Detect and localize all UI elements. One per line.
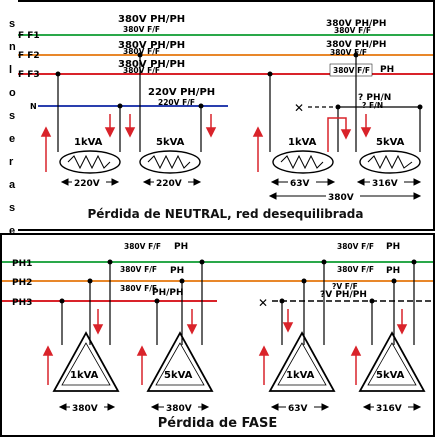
sidebar-char: n [9, 41, 16, 53]
label-r2b: 380V F/F [330, 48, 367, 57]
break-x-icon: ✕ [294, 101, 304, 115]
sidebar-char: e [9, 225, 16, 237]
phase-voltage-3: 63V [288, 404, 308, 414]
label-r3a: 380V F/F [333, 66, 370, 75]
sidebar-char: e [9, 133, 16, 145]
phase-voltage-2: 380V [166, 404, 192, 414]
label-q-a: ? PH/N [358, 93, 391, 103]
label-l3a: 380V PH/PH [118, 59, 185, 70]
sidebar-char: o [9, 87, 16, 99]
label-e2: PH [386, 266, 400, 276]
neutral-loss-caption: Pérdida de NEUTRAL, red desequilibrada [87, 207, 364, 221]
delta-load-4-label: 5kVA [376, 370, 405, 381]
delta-load-1-label: 1kVA [70, 370, 99, 381]
label-f1: ?V F/F [332, 282, 358, 291]
ph1-label: PH1 [12, 259, 32, 269]
label-l3b: 380V F/F [123, 66, 160, 75]
sidebar-char: r [9, 156, 14, 168]
sidebar-char: s [9, 202, 16, 214]
phase2-label: F F2 [18, 51, 40, 61]
label-c1: 380V F/F [120, 284, 157, 293]
delta-load-2: 5kVA [146, 331, 214, 392]
label-a1: 380V F/F [124, 242, 161, 251]
label-a2: PH [174, 242, 188, 252]
phase1-label: F F1 [18, 31, 40, 41]
label-r3b: PH [380, 65, 394, 75]
label-d2: PH [386, 242, 400, 252]
voltage-1: 220V [74, 179, 100, 189]
load-2-label: 5kVA [156, 137, 185, 148]
voltage-total: 380V [328, 193, 354, 203]
label-r3-box [329, 63, 373, 77]
delta-load-3-label: 1kVA [286, 370, 315, 381]
neutral-label: N [30, 102, 37, 111]
label-l1b: 380V F/F [123, 25, 160, 34]
label-q-b: ? F/N [362, 101, 383, 110]
load-3-label: 1kVA [288, 137, 317, 148]
label-b1: 380V F/F [120, 265, 157, 274]
load-3: 1kVA [272, 137, 334, 174]
label-l2a: 380V PH/PH [118, 40, 185, 51]
load-1-label: 1kVA [74, 137, 103, 148]
sidebar-char: s [9, 18, 16, 30]
phase3-label: F F3 [18, 70, 40, 80]
sidebar-char: l [9, 64, 13, 76]
phase-voltage-1: 380V [72, 404, 98, 414]
ph2-label: PH2 [12, 278, 32, 288]
label-d1: 380V F/F [337, 242, 374, 251]
voltage-2: 220V [156, 179, 182, 189]
label-c2: PH/PH [152, 288, 184, 298]
delta-load-2-label: 5kVA [164, 370, 193, 381]
sidebar-char: s [9, 110, 16, 122]
label-f2: ?V PH/PH [320, 290, 367, 300]
phase-break-x-icon: ✕ [258, 296, 268, 310]
neutral-loss-panel: F F1 F F2 F F3 N 380V PH/PH 380V F/F 380… [18, 0, 435, 231]
label-b2: PH [170, 266, 184, 276]
phase-loss-caption: Pérdida de FASE [157, 416, 278, 431]
delta-load-1: 1kVA [52, 331, 120, 392]
delta-load-4: 5kVA [358, 331, 426, 392]
phase-voltage-4: 316V [376, 404, 402, 414]
label-r1: 380V PH/PH [326, 19, 386, 29]
label-mid-a: 220V PH/PH [148, 87, 215, 98]
current-arrows [40, 114, 372, 172]
load-4-label: 5kVA [376, 137, 405, 148]
voltage-4: 316V [372, 179, 398, 189]
load-4: 5kVA [359, 137, 421, 174]
delta-load-3: 1kVA [268, 331, 336, 392]
label-l1a: 380V PH/PH [118, 14, 185, 25]
label-r1b: 380V F/F [334, 26, 371, 35]
ph3-label: PH3 [12, 298, 32, 308]
voltage-3: 63V [290, 179, 310, 189]
label-mid-b: 220V F/F [158, 98, 195, 107]
sidebar-char: a [9, 179, 16, 191]
label-r2: 380V PH/PH [326, 40, 386, 50]
label-l2b: 380V F/F [123, 47, 160, 56]
phase-loss-diagram: PH1 PH2 PH3 380V F/F PH 380V F/F PH 380V… [2, 242, 433, 414]
neutral-loss-diagram: F F1 F F2 F F3 N 380V PH/PH 380V F/F 380… [18, 14, 433, 203]
label-e1: 380V F/F [337, 265, 374, 274]
load-2: 5kVA [139, 137, 201, 174]
phase-loss-panel: PH1 PH2 PH3 380V F/F PH 380V F/F PH 380V… [0, 233, 435, 437]
load-1: 1kVA [59, 137, 121, 174]
phase-current-arrows [42, 309, 408, 385]
